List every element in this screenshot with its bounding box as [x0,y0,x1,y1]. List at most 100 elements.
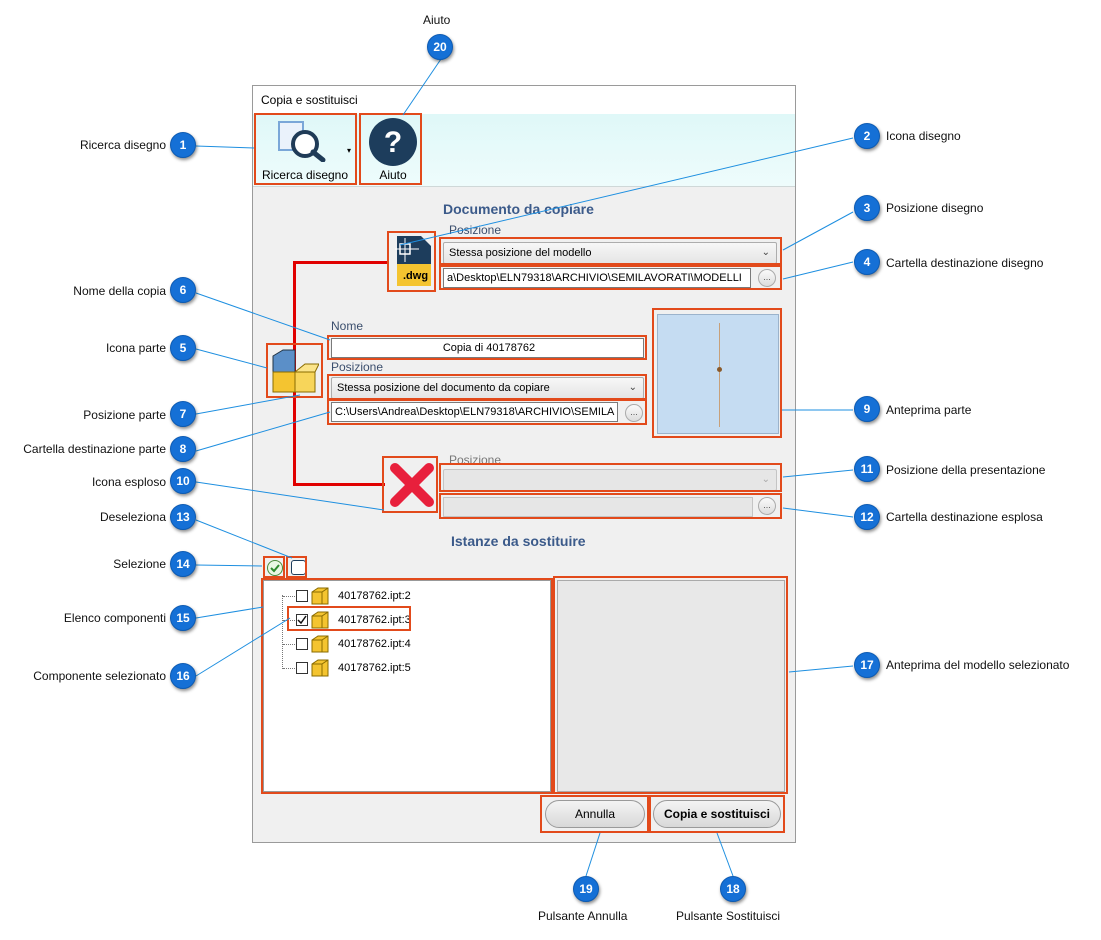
callout-badge: 5 [170,335,196,361]
cancel-button[interactable]: Annulla [545,800,645,828]
component-list-item[interactable]: 40178762.ipt:2 [264,587,464,605]
callout-label: Posizione parte [83,408,166,422]
callout-label: Anteprima del modello selezionato [886,658,1070,672]
document-section-title: Documento da copiare [443,201,594,217]
highlight-part-name [327,335,647,360]
search-drawing-label: Ricerca disegno [261,168,349,182]
part-name-field[interactable]: Copia di 40178762 [331,338,644,358]
highlight-deselect-all [286,556,307,578]
chevron-down-icon: ⌄ [761,474,770,485]
part-preview-panel [657,314,779,434]
callout-label: Anteprima parte [886,403,972,417]
exploded-icon [387,460,437,510]
copy-replace-button[interactable]: Copia e sostituisci [653,800,781,828]
exploded-folder-browse-button[interactable]: ... [758,497,776,515]
component-checkbox[interactable] [296,638,308,650]
help-button[interactable]: ? Aiuto [363,114,423,186]
component-checkbox[interactable] [296,662,308,674]
search-drawing-icon [278,121,326,162]
callout-badge: 4 [854,249,880,275]
callout-badge: 11 [854,456,880,482]
component-list-item[interactable]: 40178762.ipt:3 [264,611,464,629]
document-position-label: Posizione [449,223,502,237]
callout-label: Deseleziona [99,510,166,524]
part-folder-browse-button[interactable]: ... [625,404,643,422]
part-cube-icon [310,610,330,630]
callout-badge: 6 [170,277,196,303]
callout-label: Cartella destinazione parte [23,442,166,456]
search-dropdown-arrow-icon[interactable]: ▾ [347,146,352,155]
callout-label: Nome della copia [73,284,166,298]
part-position-label: Posizione [331,360,384,374]
callout-label: Selezione [113,557,166,571]
part-cube-icon [310,586,330,606]
component-label: 40178762.ipt:4 [338,638,411,650]
preview-origin-point [717,367,722,372]
document-folder-field[interactable]: a\Desktop\ELN79318\ARCHIVIO\SEMILAVORATI… [443,268,751,288]
component-list-item[interactable]: 40178762.ipt:4 [264,635,464,653]
preview-axis-line [719,323,720,427]
search-drawing-button[interactable]: Ricerca disegno [255,114,355,186]
callout-badge: 12 [854,504,880,530]
highlight-part-icon [266,343,323,398]
checkmark-icon [297,615,307,625]
highlight-part-position [327,374,647,400]
callout-badge: 8 [170,436,196,462]
callout-label: Elenco componenti [63,611,166,625]
exploded-folder-field[interactable] [443,497,753,517]
callout-badge: 14 [170,551,196,577]
part-name-label: Nome [331,319,364,333]
highlight-part-folder [327,399,647,425]
callout-label: Icona parte [105,341,166,355]
callout-label: Posizione disegno [886,201,984,215]
callout-label: Posizione della presentazione [886,463,1046,477]
connector-line-icon [293,483,385,486]
callout-badge: 20 [427,34,453,60]
component-tree: 40178762.ipt:2 40178762.ipt:3 40178762.ipt… [263,580,551,792]
callout-badge: 1 [170,132,196,158]
dwg-file-icon: .dwg [391,234,435,288]
chevron-down-icon: ⌄ [761,247,770,258]
dialog-title: Copia e sostituisci [253,86,795,114]
highlight-selected-component [287,606,411,631]
select-all-button[interactable] [267,560,283,576]
callout-badge: 15 [170,605,196,631]
svg-text:?: ? [384,126,402,159]
highlight-document-folder [439,265,782,290]
highlight-select-all [263,556,285,578]
document-folder-browse-button[interactable]: ... [758,269,776,287]
callout-badge: 19 [573,876,599,902]
callout-label: Icona esploso [91,475,166,489]
callout-badge: 18 [720,876,746,902]
connector-line-icon [293,261,389,264]
callout-badge: 10 [170,468,196,494]
part-icon [269,346,320,396]
callout-badge: 2 [854,123,880,149]
callout-badge: 9 [854,396,880,422]
part-cube-icon [310,658,330,678]
component-checkbox[interactable] [296,614,308,626]
highlight-part-preview [652,308,782,438]
callout-badge: 3 [854,195,880,221]
callout-label: Pulsante Annulla [538,909,628,923]
highlight-exploded-icon [382,456,438,513]
document-position-value: Stessa posizione del modello [449,247,592,259]
part-folder-field[interactable]: C:\Users\Andrea\Desktop\ELN79318\ARCHIVI… [331,402,618,422]
component-label: 40178762.ipt:2 [338,590,411,602]
component-checkbox[interactable] [296,590,308,602]
highlight-model-preview [553,576,788,794]
highlight-help [359,113,422,185]
part-position-value: Stessa posizione del documento da copiar… [337,382,550,394]
callout-label: Cartella destinazione esplosa [886,510,1043,524]
help-icon: ? [369,118,417,166]
component-list-item[interactable]: 40178762.ipt:5 [264,659,464,677]
highlight-search-drawing [254,113,357,185]
instances-section-title: Istanze da sostituire [451,533,586,549]
highlight-exploded-folder [439,493,782,519]
callout-badge: 7 [170,401,196,427]
chevron-down-icon: ⌄ [628,382,637,393]
part-position-select[interactable]: Stessa posizione del documento da copiar… [331,377,644,399]
callout-label: Icona disegno [886,129,961,143]
callout-label: Pulsante Sostituisci [676,909,781,923]
highlight-document-position [439,237,782,265]
